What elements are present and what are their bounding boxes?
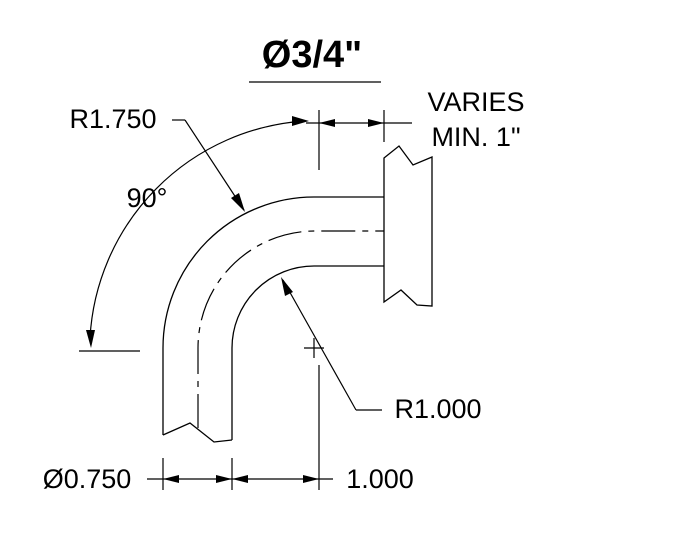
angle-dimension-arc <box>89 120 306 339</box>
inner-radius-label: R1.000 <box>394 394 481 424</box>
varies-label-line1: VARIES <box>427 87 524 117</box>
pipe-inner-edge <box>231 265 384 440</box>
pipe-outer-edge <box>162 196 384 435</box>
offset-arrow-right <box>303 475 319 483</box>
diameter-label: Ø0.750 <box>43 464 132 494</box>
diameter-arrow-right <box>216 475 232 483</box>
varies-arrow-right <box>368 119 384 127</box>
outer-radius-label: R1.750 <box>69 104 156 134</box>
angle-arrow-bottom <box>86 330 95 348</box>
angle-label: 90° <box>127 183 168 213</box>
pipe-centerline <box>197 230 384 428</box>
outer-radius-leader <box>184 119 245 211</box>
inner-radius-leader <box>282 279 357 411</box>
diameter-arrow-left <box>163 475 179 483</box>
drawing-title: Ø3/4" <box>262 34 362 76</box>
varies-arrow-left <box>319 119 335 127</box>
inner-radius-arrow <box>281 277 293 296</box>
varies-label-line2: MIN. 1" <box>431 122 520 152</box>
outer-radius-arrow <box>231 193 245 212</box>
wall-section <box>383 145 433 307</box>
offset-label: 1.000 <box>346 464 414 494</box>
angle-arrow-top <box>292 116 309 126</box>
pipe-break-line <box>162 422 233 443</box>
offset-arrow-left <box>232 475 248 483</box>
